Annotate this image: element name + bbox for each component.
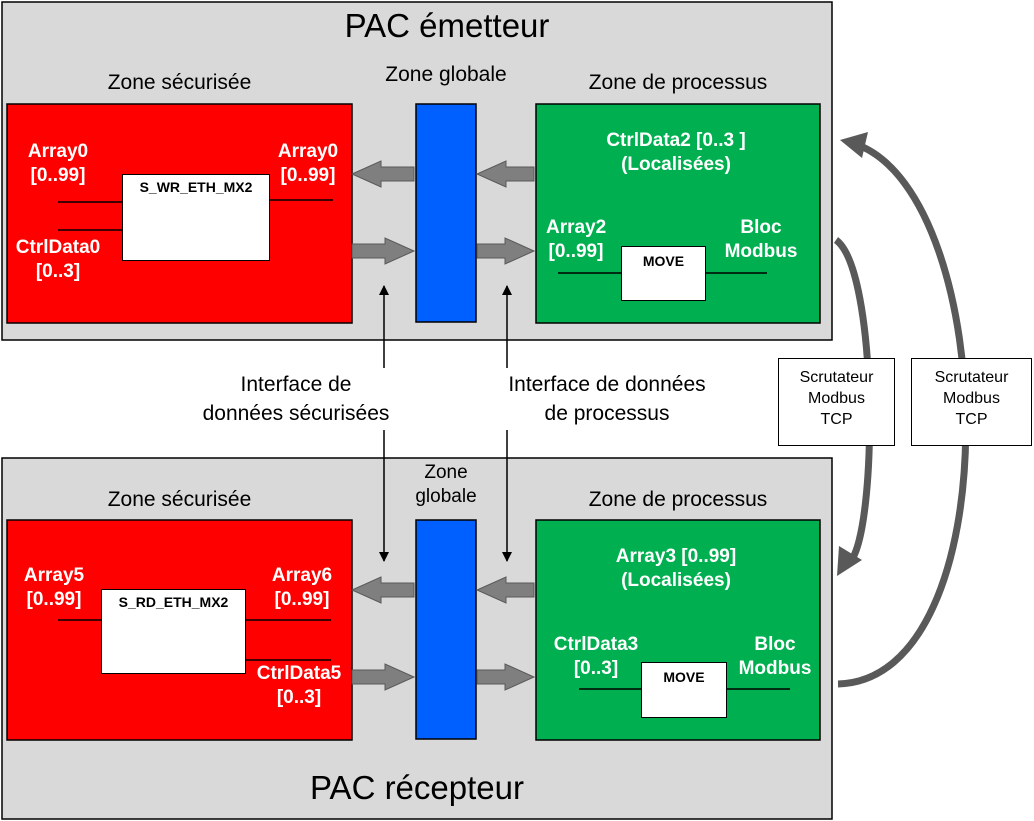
s-rd-eth-mx2-label: S_RD_ETH_MX2 — [118, 594, 229, 610]
sender-move-block: MOVE — [621, 246, 706, 301]
receiver-arrow-process-to-global — [475, 576, 535, 604]
receiver-arrow-secure-to-global — [351, 663, 416, 691]
sender-arrow-secure-to-global — [351, 237, 416, 265]
receiver-move-block: MOVE — [641, 662, 727, 718]
receiver-in-array-label: Array5 [0..99] — [23, 565, 85, 610]
receiver-global-zone — [415, 519, 477, 740]
secure-interface-label: Interface de données sécurisées — [202, 373, 390, 425]
receiver-modbus-block-label: Bloc Modbus — [738, 634, 812, 679]
receiver-arrow-global-to-process — [476, 663, 536, 691]
sender-arrow-global-to-secure — [350, 160, 415, 188]
scanner-arrow-receive-head — [840, 132, 868, 158]
receiver-global-zone-title: Zone globale — [415, 462, 477, 507]
receiver-process-zone-title: Zone de processus — [588, 488, 768, 511]
s-wr-eth-mx2-block: S_WR_ETH_MX2 — [122, 174, 270, 261]
sender-modbus-block-label: Bloc Modbus — [724, 217, 798, 262]
sender-arrow-process-to-global — [475, 160, 535, 188]
sender-process-var-label: Array2 [0..99] — [546, 217, 607, 262]
s-rd-eth-mx2-block: S_RD_ETH_MX2 — [101, 589, 246, 674]
receiver-title: PAC récepteur — [310, 769, 524, 806]
modbus-tcp-scanner-2: Scrutateur Modbus TCP — [911, 358, 1032, 446]
sender-in-ctrl-label: CtrlData0 [0..3] — [15, 237, 101, 282]
receiver-move-label: MOVE — [663, 669, 705, 685]
sender-global-zone-title: Zone globale — [385, 63, 507, 86]
receiver-out-ctrl-label: CtrlData5 [0..3] — [256, 663, 342, 708]
receiver-arrow-global-to-secure — [350, 576, 415, 604]
sender-out-array-label: Array0 [0..99] — [277, 141, 339, 186]
receiver-secure-zone-title: Zone sécurisée — [107, 488, 252, 511]
receiver-out-array-label: Array6 [0..99] — [271, 565, 333, 610]
receiver-process-header: Array3 [0..99] (Localisées) — [615, 546, 737, 591]
sender-in-array-label: Array0 [0..99] — [27, 141, 89, 186]
sender-arrow-global-to-process — [476, 237, 536, 265]
sender-title: PAC émetteur — [344, 7, 550, 44]
sender-secure-zone-title: Zone sécurisée — [107, 71, 252, 94]
process-interface-label: Interface de données de processus — [508, 373, 706, 425]
receiver-process-var-label: CtrlData3 [0..3] — [553, 634, 639, 679]
sender-process-zone-title: Zone de processus — [588, 71, 768, 94]
sender-move-label: MOVE — [642, 253, 685, 269]
modbus-tcp-scanner-1: Scrutateur Modbus TCP — [778, 358, 895, 446]
sender-global-zone — [415, 103, 477, 323]
sender-process-header: CtrlData2 [0..3 ] (Localisées) — [606, 130, 746, 175]
s-wr-eth-mx2-label: S_WR_ETH_MX2 — [139, 179, 253, 195]
scanner-arrow-send-head — [837, 546, 862, 576]
